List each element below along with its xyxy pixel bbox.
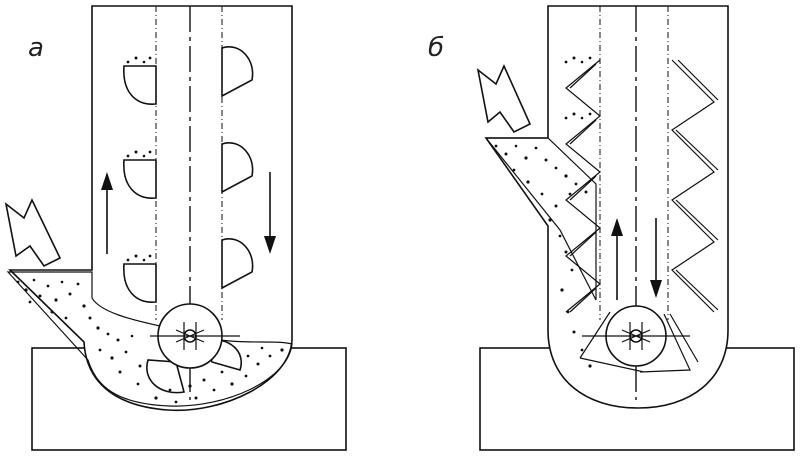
panel-b-feed-chute [484, 137, 597, 301]
panel-b-feed-arrow [476, 64, 532, 134]
panel-a-arrow-up [101, 172, 113, 254]
panel-a-bucket [123, 263, 157, 303]
panel-b-arrow-up [611, 218, 623, 300]
panel-a-bucket [123, 159, 157, 199]
panel-b-label: б [428, 33, 444, 63]
panel-a: а [4, 5, 347, 451]
panel-a-arrow-down [264, 172, 276, 254]
panel-b-grains [494, 56, 592, 368]
panel-a-label: а [28, 33, 44, 63]
panel-a-pulley-spokes [175, 322, 205, 350]
panel-a-bucket [123, 65, 157, 105]
panel-b-bottom-bucket [579, 311, 699, 373]
panel-a-material-pile [6, 271, 293, 407]
panel-a-bucket [146, 359, 185, 394]
panel-a-grains [16, 56, 284, 404]
panel-b-arrow-down [650, 218, 662, 298]
panel-a-bucket [221, 238, 254, 290]
panel-b-buckets-up [565, 59, 601, 313]
panel-a-feed-arrow [4, 198, 62, 268]
panel-a-bucket [221, 46, 254, 98]
panel-b-buckets-down [671, 59, 715, 313]
panel-b: б [428, 5, 795, 451]
panel-b-pulley-spokes [621, 322, 651, 350]
panel-a-bucket [221, 142, 254, 194]
panel-b-buckets-up-inner [569, 63, 597, 313]
panel-b-buckets-down-inner [675, 59, 719, 311]
